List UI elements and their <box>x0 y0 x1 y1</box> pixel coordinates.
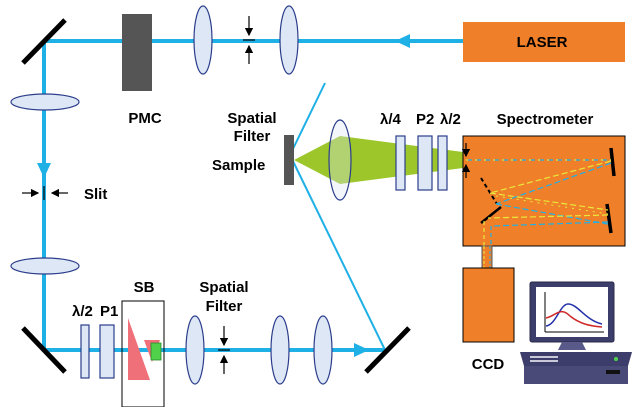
beam-arrow-bottom <box>354 343 369 357</box>
slit-label: Slit <box>84 186 107 203</box>
computer-icon <box>520 281 632 384</box>
spatial-filter-top-label: Spatial <box>227 110 276 127</box>
laser-label: LASER <box>517 34 568 51</box>
sample-block <box>284 135 294 185</box>
spectrometer-label: Spectrometer <box>497 111 594 128</box>
spatial-filter-bottom-label-2: Filter <box>206 298 243 315</box>
quarter-wave-label: λ/4 <box>380 111 402 128</box>
beam-arrow-left <box>37 163 51 178</box>
sb-label: SB <box>134 279 155 296</box>
lens-left-bottom <box>10 257 80 275</box>
lens-left-top <box>10 93 80 111</box>
mirror-top-left <box>21 18 67 65</box>
polarizer-1 <box>99 324 115 379</box>
spatial-filter-top-label-2: Filter <box>234 128 271 145</box>
lens-bottom-1 <box>185 315 205 385</box>
beam-diagonal <box>289 154 386 351</box>
lens-top-2 <box>279 5 299 75</box>
spectrometer-box <box>461 135 626 247</box>
pmc-label: PMC <box>128 110 162 127</box>
half-wave-bottom-label: λ/2 <box>72 303 93 320</box>
mirror-bottom-left <box>21 326 67 374</box>
mirror-bottom-right <box>364 326 411 374</box>
half-wave-top-label: λ/2 <box>440 111 461 128</box>
polarizer-1-label: P1 <box>100 303 118 320</box>
sample-label: Sample <box>212 157 265 174</box>
spectrum-plot-icon <box>544 292 604 333</box>
quarter-wave-plate <box>395 135 406 191</box>
soleil-babinet-compensator <box>121 300 165 407</box>
beam-reflect-thin <box>289 82 326 156</box>
slit-marker <box>22 186 68 200</box>
polarizer-2-label: P2 <box>416 111 434 128</box>
spatial-filter-bottom <box>185 315 333 385</box>
collection-lens <box>328 119 352 201</box>
spatial-filter-top <box>193 5 299 75</box>
spatial-filter-bottom-label: Spatial <box>199 279 248 296</box>
ccd-label: CCD <box>472 356 505 373</box>
half-wave-plate-top <box>437 135 448 191</box>
laser-source: LASER <box>463 22 625 62</box>
lens-bottom-2 <box>270 315 290 385</box>
polarizer-2 <box>417 135 433 191</box>
pmc-block <box>122 14 152 91</box>
beam-arrow-top <box>395 34 410 48</box>
lens-bottom-3 <box>313 315 333 385</box>
ccd-detector <box>462 245 515 343</box>
lens-top-1 <box>193 5 213 75</box>
mirrors <box>21 18 411 374</box>
half-wave-plate-bottom <box>80 324 90 379</box>
